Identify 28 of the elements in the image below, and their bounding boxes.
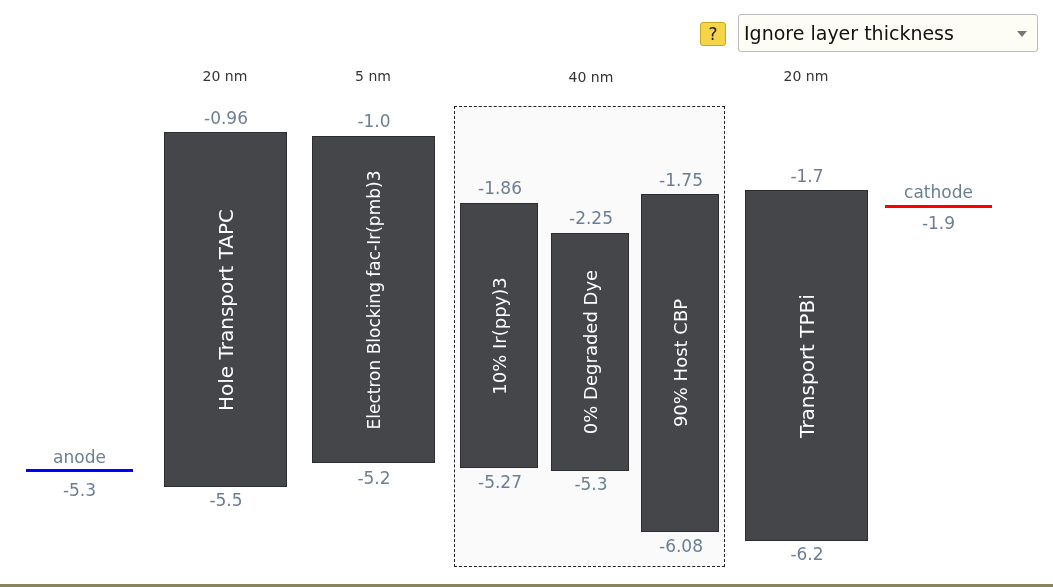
energy-value: -1.86 [478,178,522,198]
layer-label: 10% Ir(ppy)3 [488,276,510,395]
layer-label: Hole Transport TAPC [213,208,238,411]
energy-value: -6.08 [659,536,703,556]
energy-value: -5.2 [357,468,391,488]
thickness-label: 40 nm [568,69,614,85]
energy-value: -1.0 [357,111,391,131]
layer-label: 90% Host CBP [669,298,691,428]
energy-value: -6.2 [790,544,824,564]
energy-value: -5.3 [574,474,608,494]
electrode-label: anode [53,447,106,467]
thickness-label: 20 nm [202,68,248,84]
layer-label: 0% Degraded Dye [579,269,601,435]
energy-value: -5.5 [209,490,243,510]
layer-label: Transport TPBi [794,293,819,438]
energy-value: -1.9 [921,213,956,233]
dropdown-value: Ignore layer thickness [744,22,954,44]
layer-label: Electron Blocking fac-Ir(pmb)3 [363,170,384,429]
energy-value: -2.25 [569,208,613,228]
help-button: ? [700,22,726,46]
energy-value: -5.3 [62,480,97,500]
thickness-label: 5 nm [355,68,391,84]
energy-value: -1.7 [790,166,824,186]
thickness-label: 20 nm [783,68,829,84]
energy-value: -1.75 [659,170,703,190]
electrode-label: cathode [904,182,973,202]
energy-value: -0.96 [204,108,248,128]
energy-value: -5.27 [478,472,522,492]
